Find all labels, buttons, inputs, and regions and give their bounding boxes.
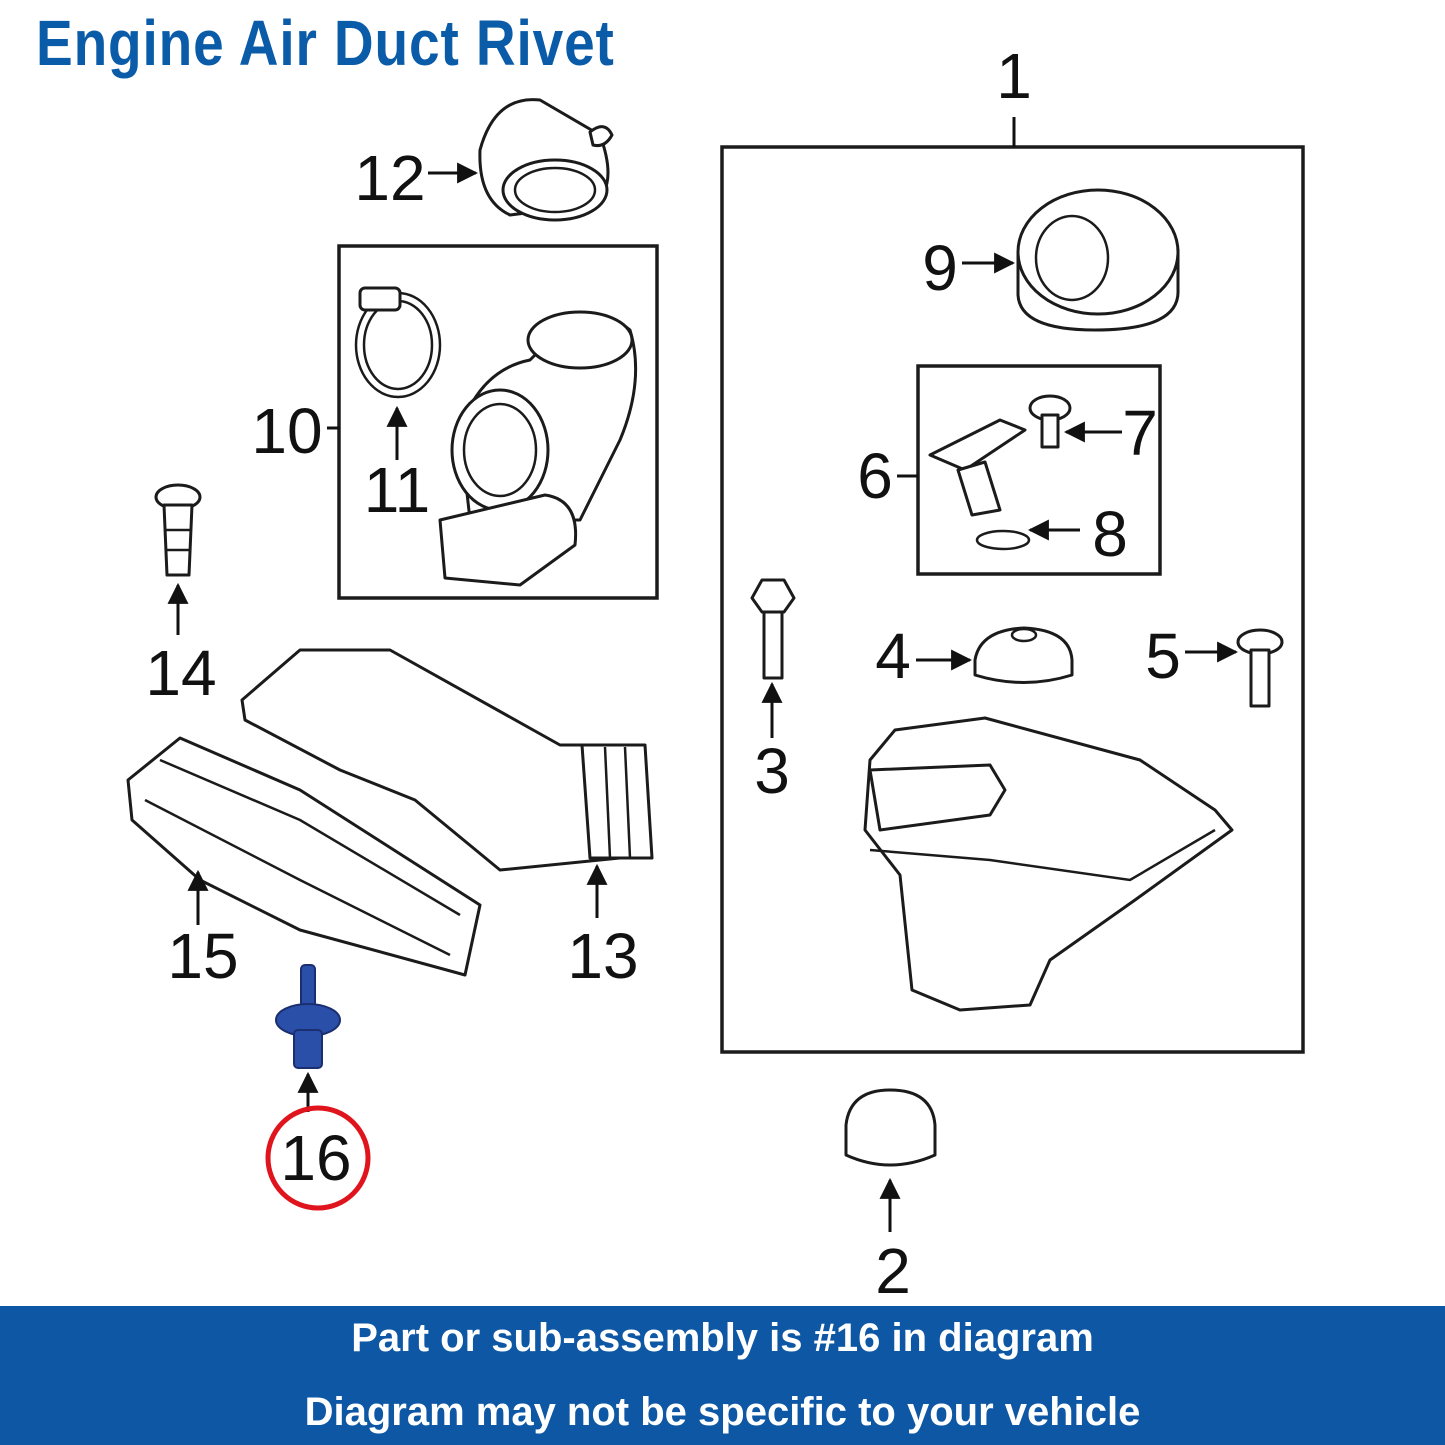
callout-9: 9 (922, 232, 958, 304)
grommet-part (973, 626, 1074, 684)
inlet-duct-part (438, 310, 638, 587)
callout-10: 10 (251, 395, 322, 467)
callout-5: 5 (1145, 620, 1181, 692)
resonator-part (478, 98, 614, 222)
page-title: Engine Air Duct Rivet (36, 7, 615, 79)
footer-line-1: Part or sub-assembly is #16 in diagram (351, 1316, 1094, 1360)
callout-4: 4 (875, 620, 911, 692)
bolt-part-14 (154, 483, 202, 577)
rivet-part (275, 964, 341, 1069)
callout-7: 7 (1122, 397, 1158, 469)
inlet-duct-kit-frame (337, 244, 659, 600)
highlight-circle (265, 1105, 371, 1211)
footer-line-2: Diagram may not be specific to your vehi… (304, 1390, 1141, 1434)
hose-clamp-part (354, 286, 442, 399)
callout-2: 2 (875, 1235, 911, 1306)
callout-1: 1 (996, 40, 1032, 112)
duct-resonator-part (126, 736, 482, 977)
air-duct-part (240, 648, 654, 872)
callout-8: 8 (1092, 498, 1128, 570)
sensor-screw-part (1028, 394, 1072, 449)
parts-diagram: 1 2 3 4 5 6 7 8 9 10 11 12 13 14 15 16 (126, 40, 1305, 1306)
callout-3: 3 (754, 735, 790, 807)
callout-11: 11 (364, 454, 430, 526)
end-cap-part (844, 1088, 937, 1167)
callout-6: 6 (857, 440, 893, 512)
airflow-sensor-part (928, 418, 1027, 517)
bolt-part-3 (750, 578, 796, 680)
callout-15: 15 (167, 920, 238, 992)
footer-banner: Part or sub-assembly is #16 in diagram D… (0, 1306, 1445, 1445)
bolt-part-5 (1236, 628, 1284, 708)
o-ring-part (975, 529, 1031, 551)
sensor-kit-frame (916, 364, 1162, 576)
callout-13: 13 (567, 920, 638, 992)
callout-12: 12 (354, 142, 425, 214)
air-cleaner-housing-part (863, 716, 1234, 1012)
air-filter-part (1016, 188, 1180, 332)
callout-16: 16 (280, 1122, 351, 1194)
callout-14: 14 (145, 637, 216, 709)
